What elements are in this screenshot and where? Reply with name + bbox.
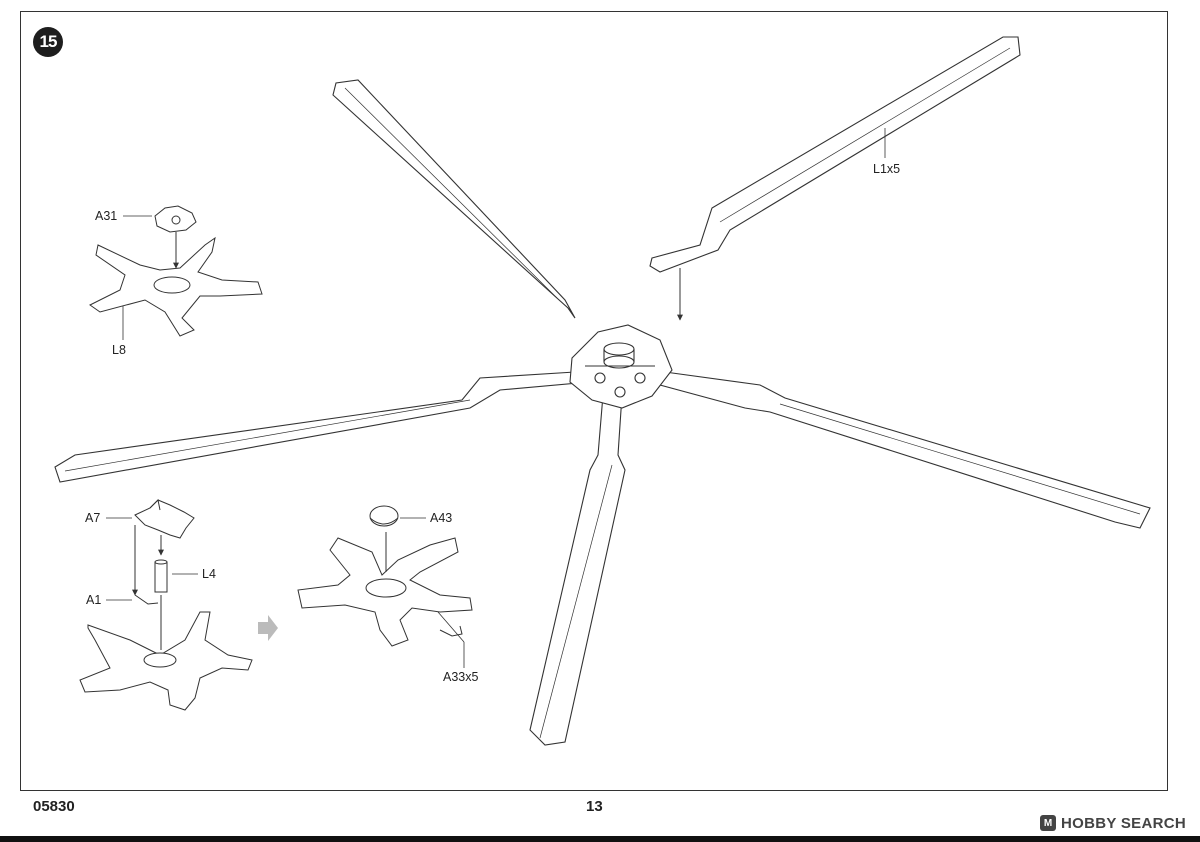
part-label-a1: A1 [86,593,102,607]
watermark-text: HOBBY SEARCH [1060,814,1186,832]
step-number-badge: 15 [33,27,63,57]
subassembly-a7 [79,498,253,711]
main-rotor-assembly [54,79,1151,746]
part-label-a33x5: A33x5 [443,670,479,684]
blade-l1 [649,36,1021,273]
subassembly-a43 [297,505,473,647]
part-label-a43: A43 [430,511,453,525]
part-label-l8: L8 [112,343,126,357]
page-frame [20,11,1168,791]
right-arrow-icon [258,615,278,641]
rotor-blade-left [54,371,579,483]
rotor-blade-right [659,371,1151,529]
rotor-blade-bottom [529,394,626,746]
rotor-blade-upper-left [332,79,576,319]
hobby-search-logo-icon: M [1039,815,1056,831]
part-label-l1x5: L1x5 [873,162,901,176]
page-number: 13 [586,798,603,815]
bottom-bar [0,836,1200,842]
rotor-hub [569,324,673,409]
part-label-l4: L4 [202,567,216,581]
watermark: M HOBBY SEARCH [1035,813,1190,833]
part-label-a31: A31 [95,209,118,223]
product-code: 05830 [33,798,75,815]
subassembly-a31 [89,205,263,337]
part-label-a7: A7 [85,511,101,525]
